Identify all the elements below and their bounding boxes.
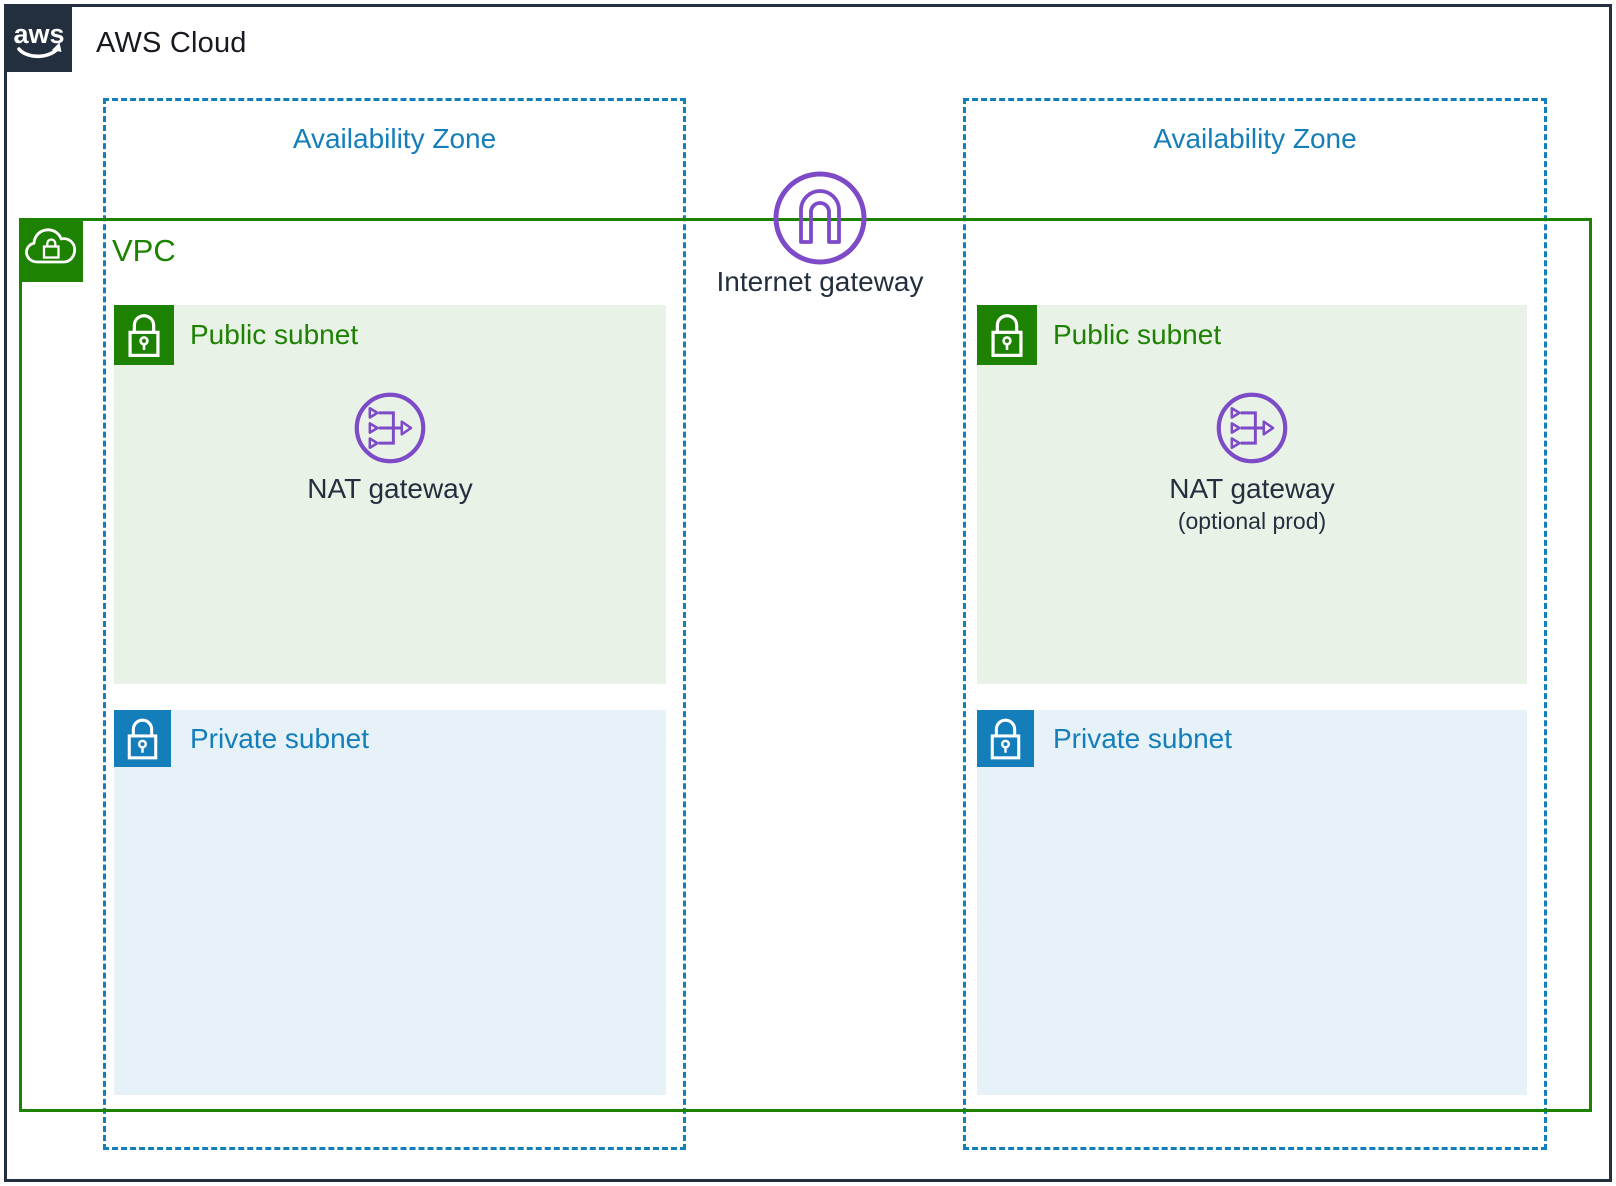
private-subnet-label: Private subnet bbox=[190, 722, 369, 754]
public-subnet-label: Public subnet bbox=[190, 319, 359, 350]
nat-gateway-label: NAT gateway bbox=[1169, 473, 1335, 504]
cloud-lock-icon bbox=[25, 228, 77, 264]
availability-zone-label: Availability Zone bbox=[1153, 123, 1357, 154]
vpc-label: VPC bbox=[112, 233, 176, 268]
nat-gateway-label: NAT gateway bbox=[307, 473, 473, 504]
aws-logo: aws bbox=[6, 6, 72, 72]
diagram-title: AWS Cloud bbox=[96, 27, 247, 59]
nat-gateway-sublabel: (optional prod) bbox=[1177, 508, 1327, 534]
nat-gateway-icon bbox=[1216, 392, 1288, 464]
availability-zone-box-1: Availability Zone bbox=[103, 98, 686, 1150]
public-subnet-label: Public subnet bbox=[1053, 319, 1222, 350]
aws-logo-icon: aws bbox=[13, 19, 65, 59]
availability-zone-label: Availability Zone bbox=[292, 123, 497, 154]
internet-gateway-icon bbox=[773, 171, 867, 265]
vpc-icon bbox=[19, 218, 83, 282]
public-subnet-lock-icon bbox=[114, 305, 174, 365]
private-subnet-lock-icon bbox=[114, 710, 171, 767]
private-subnet-1: Private subnet bbox=[114, 710, 666, 1095]
private-subnet-2: Private subnet bbox=[977, 710, 1527, 1095]
public-subnet-lock-icon bbox=[977, 305, 1037, 365]
internet-gateway-label: Internet gateway bbox=[716, 266, 924, 297]
public-subnet-2: Public subnet NAT gateway (optional prod… bbox=[977, 305, 1527, 684]
outer-border bbox=[4, 4, 1612, 1182]
nat-gateway-icon bbox=[354, 392, 426, 464]
private-subnet-lock-icon bbox=[977, 710, 1034, 767]
nat-gateway-1 bbox=[353, 391, 427, 465]
svg-text:aws: aws bbox=[13, 19, 64, 49]
internet-gateway bbox=[770, 168, 870, 268]
vpc-boundary bbox=[19, 218, 1592, 1112]
public-subnet-1: Public subnet NAT gateway bbox=[114, 305, 666, 684]
availability-zone-box-2: Availability Zone bbox=[963, 98, 1547, 1150]
nat-gateway-2 bbox=[1215, 391, 1289, 465]
private-subnet-label: Private subnet bbox=[1053, 722, 1232, 754]
